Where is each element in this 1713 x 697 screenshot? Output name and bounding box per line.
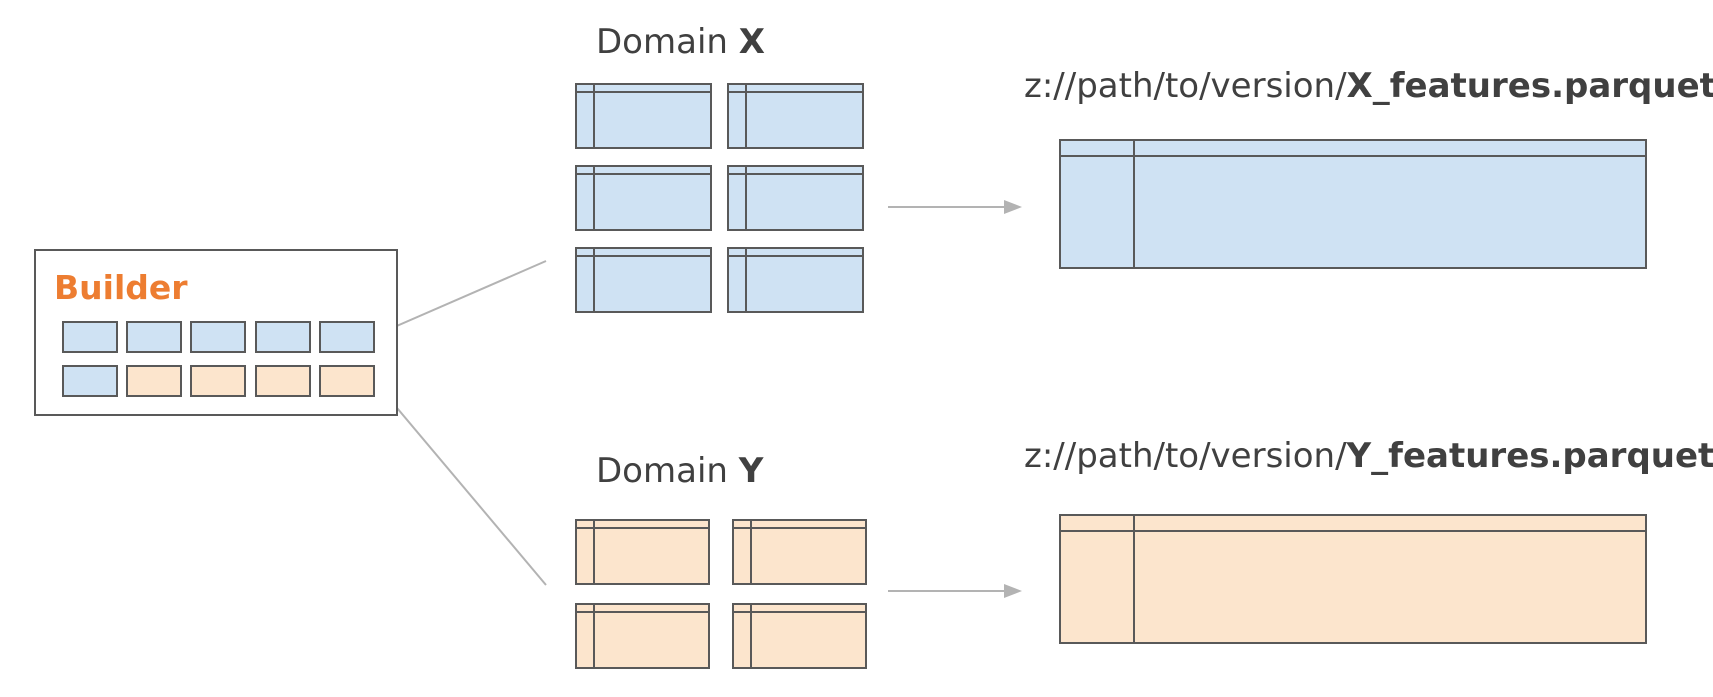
domain-x-arrowhead [1004, 200, 1022, 214]
builder-cell-blue [62, 365, 118, 397]
domain-y-arrowhead [1004, 584, 1022, 598]
builder-cell-peach [126, 365, 182, 397]
domain-y-title: Domain Y [596, 451, 763, 491]
partition-table [732, 519, 867, 585]
domain-x-output-table [1059, 139, 1647, 269]
builder-cell-peach [255, 365, 311, 397]
domain-y-path-prefix: z://path/to/version/ [1024, 436, 1347, 476]
partition-table [727, 165, 864, 231]
partition-table [727, 247, 864, 313]
partition-table [575, 83, 712, 149]
partition-table [575, 247, 712, 313]
domain-x-path-prefix: z://path/to/version/ [1024, 66, 1347, 106]
domain-y-path-file: Y_features.parquet/ [1346, 436, 1713, 476]
domain-y-prefix: Domain [596, 451, 728, 491]
builder-cell-blue [319, 321, 375, 353]
builder-to-domain-y-line [375, 382, 547, 586]
domain-x-title: Domain X [596, 22, 765, 62]
partition-table [575, 603, 710, 669]
builder-to-domain-x-line [375, 260, 547, 336]
partition-table [732, 603, 867, 669]
domain-y-name: Y [738, 451, 764, 491]
domain-x-path: z://path/to/version/X_features.parquet/ [1024, 66, 1713, 106]
domain-x-prefix: Domain [596, 22, 728, 62]
builder-cell-peach [319, 365, 375, 397]
builder-cell-peach [190, 365, 246, 397]
builder-title: Builder [54, 268, 188, 307]
partition-table [727, 83, 864, 149]
partition-table [575, 519, 710, 585]
domain-x-path-file: X_features.parquet/ [1346, 66, 1713, 106]
builder-cell-blue [126, 321, 182, 353]
domain-y-output-table [1059, 514, 1647, 644]
builder-cell-blue [255, 321, 311, 353]
domain-x-name: X [738, 22, 765, 62]
partition-table [575, 165, 712, 231]
builder-cell-blue [62, 321, 118, 353]
builder-cell-blue [190, 321, 246, 353]
domain-y-path: z://path/to/version/Y_features.parquet/ [1024, 436, 1713, 476]
